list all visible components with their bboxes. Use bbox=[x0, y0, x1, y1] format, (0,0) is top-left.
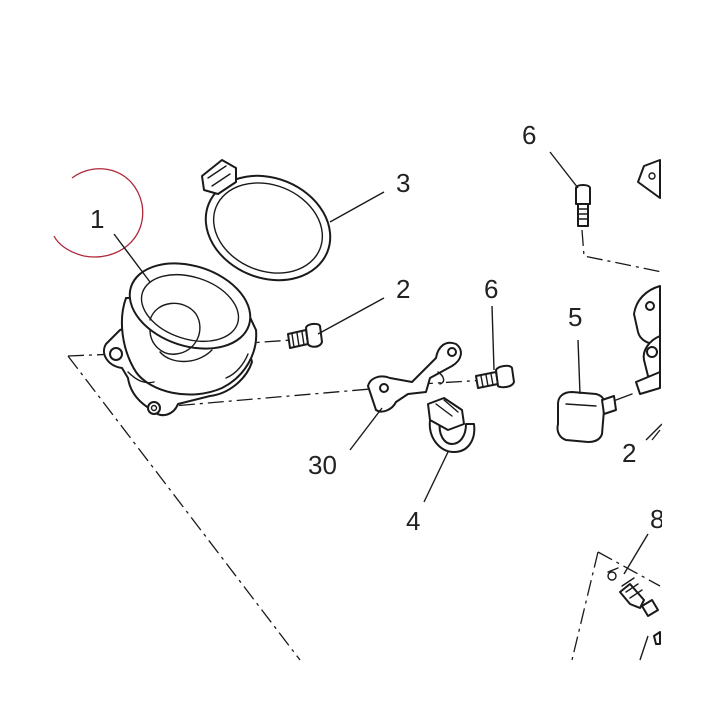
part-6-bolt-top bbox=[575, 184, 591, 227]
callout-1: 1 bbox=[90, 204, 104, 234]
callout-3: 3 bbox=[396, 168, 410, 198]
partial-throttle-housing-right bbox=[633, 159, 661, 395]
part-6-bolt-middle bbox=[475, 364, 515, 389]
callout-2-left: 2 bbox=[396, 274, 410, 304]
leader-lines bbox=[113, 151, 663, 661]
callout-8: 8 bbox=[650, 504, 664, 534]
part-1-intake-adapter bbox=[103, 262, 258, 417]
callout-4: 4 bbox=[406, 506, 420, 536]
callout-30: 30 bbox=[308, 450, 337, 480]
callout-6-middle: 6 bbox=[484, 274, 498, 304]
part-3-hose-clamp-ring bbox=[201, 159, 332, 282]
part-4-small-clamp bbox=[427, 397, 476, 453]
selection-highlight-arc bbox=[53, 168, 144, 258]
callout-6-top: 6 bbox=[522, 120, 536, 150]
part-30-bracket bbox=[367, 341, 462, 413]
right-crop-mask bbox=[662, 0, 720, 720]
part-2-bolt bbox=[287, 322, 323, 349]
callout-labels: 1 3 2 6 30 4 6 5 2 8 bbox=[90, 120, 664, 536]
partial-fitting-bottom-right bbox=[607, 567, 661, 645]
callout-5: 5 bbox=[568, 302, 582, 332]
part-5-sensor-cap bbox=[556, 391, 633, 443]
callout-2-right: 2 bbox=[622, 438, 636, 468]
